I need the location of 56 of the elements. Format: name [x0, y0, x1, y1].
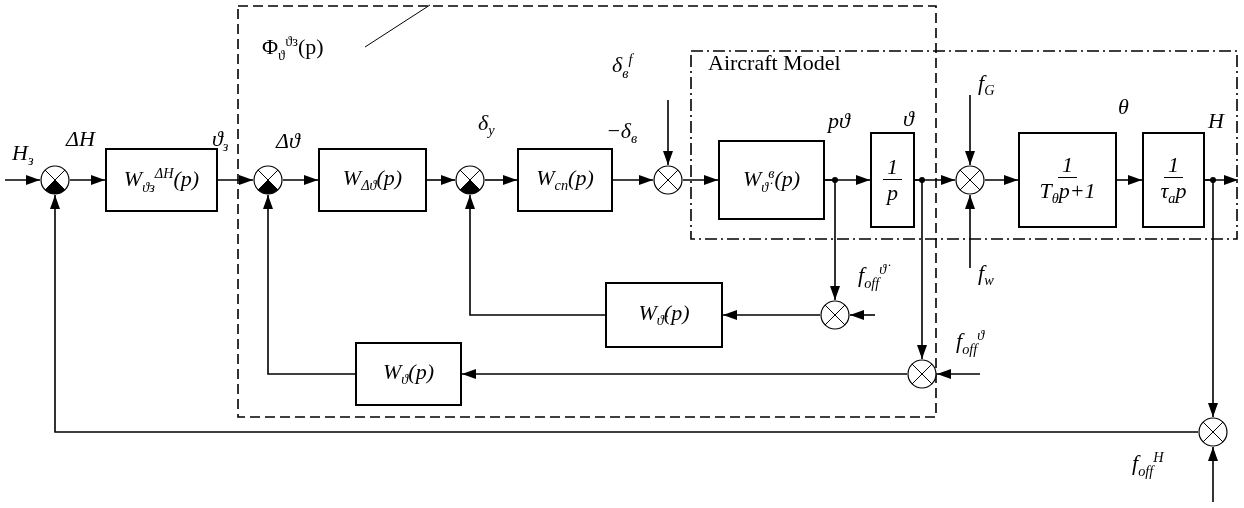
arrow: [484, 175, 518, 185]
arrow: [914, 179, 927, 360]
arrow: [1208, 446, 1218, 503]
signal-label: f$_{G}$: [978, 72, 995, 98]
dashed-frame: [237, 5, 937, 418]
transfer-function-block: W$_{сп}$(p): [517, 148, 613, 212]
summing-junction: [253, 165, 283, 195]
summing-junction: [40, 165, 70, 195]
arrow: [849, 310, 876, 320]
arrow: [984, 175, 1019, 185]
fraction-block: 1 τ$_{a}$p: [1142, 132, 1205, 228]
arrow: [263, 194, 356, 375]
arrow: [461, 369, 908, 379]
frame-label: Aircraft Model: [708, 50, 841, 76]
arrow: [217, 175, 254, 185]
signal-label: H$_{з}$: [12, 142, 34, 168]
signal-label: θ: [1118, 96, 1129, 118]
transfer-function-block: W$_{ϑ̇}$(p): [605, 282, 723, 348]
summing-junction: [455, 165, 485, 195]
signal-label: Δϑ: [276, 130, 300, 152]
arrow: [50, 194, 1199, 433]
arrow: [722, 310, 821, 320]
signal-label: pϑ: [828, 110, 850, 132]
arrow: [426, 175, 456, 185]
summing-junction: [820, 300, 850, 330]
fraction-block: 1 T$_{θ}$p+1: [1018, 132, 1117, 228]
fraction-block: 1 p: [870, 132, 915, 228]
signal-label: H: [1208, 110, 1224, 132]
transfer-function-block: W$_{ϑз}$$^{ΔH}$(p): [105, 148, 218, 212]
arrow: [612, 175, 654, 185]
signal-label: ΔH: [66, 128, 95, 150]
transfer-function-block: W$_{ϑ}$(p): [355, 342, 462, 406]
arrow: [4, 175, 41, 185]
arrow: [936, 369, 981, 379]
arrow: [282, 175, 319, 185]
frame-label: Φ$_{ϑ}$$^{ϑз}$(p): [262, 33, 324, 64]
dash-dot-frame: [690, 50, 1238, 240]
arrow: [824, 179, 840, 301]
arrow: [1116, 175, 1143, 185]
signal-label: −δ$_{в}$: [606, 120, 638, 146]
summing-junction: [907, 359, 937, 389]
arrow: [1204, 179, 1218, 418]
summing-junction: [1198, 417, 1228, 447]
summing-junction: [955, 165, 985, 195]
summing-junction: [653, 165, 683, 195]
arrow: [465, 194, 606, 316]
arrow: [965, 94, 975, 166]
transfer-function-block: W$_{Δϑ}$(p): [318, 148, 427, 212]
signal-label: ϑ: [903, 108, 914, 130]
arrow: [682, 175, 719, 185]
transfer-function-block: W$_{ϑ̇}$$^{в}$(p): [718, 140, 825, 220]
signal-label: f$_{w}$: [978, 262, 994, 288]
arrow: [965, 194, 975, 269]
signal-label: δ$_{у}$: [478, 112, 495, 138]
arrow: [663, 99, 673, 166]
arrow: [69, 175, 106, 185]
